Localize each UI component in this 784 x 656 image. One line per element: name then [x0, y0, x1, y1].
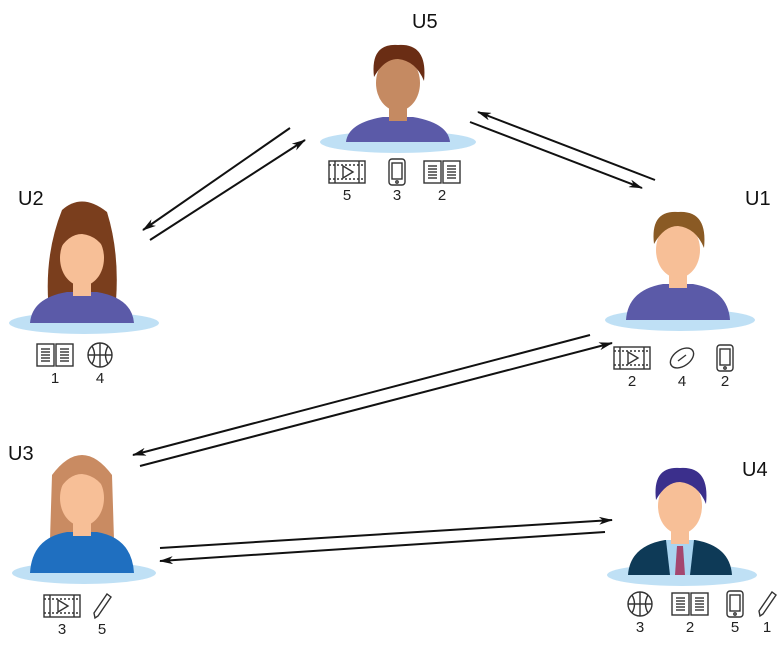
shirt [30, 532, 134, 573]
user-label: U2 [18, 188, 44, 210]
page [36, 343, 55, 367]
item-count: 2 [628, 373, 636, 390]
pencil-icon [758, 591, 777, 618]
item-count: 3 [393, 187, 401, 204]
pencil [93, 593, 112, 620]
page [442, 160, 461, 184]
pencil [758, 591, 777, 618]
seams [91, 345, 109, 365]
play [627, 350, 640, 366]
shirt [346, 117, 450, 142]
face [658, 478, 702, 534]
book-icon [671, 592, 709, 616]
tie [675, 546, 685, 575]
page [55, 343, 74, 367]
arrow-u5-to-u1 [469, 121, 643, 189]
lace [677, 354, 687, 362]
item-count: 4 [678, 373, 686, 390]
face [60, 230, 104, 286]
arrow-u1-to-u5 [477, 111, 656, 181]
button [723, 366, 727, 370]
book-icon [36, 343, 74, 367]
tablet-icon [726, 590, 744, 618]
film-icon [43, 594, 81, 618]
avatar-u2 [30, 201, 134, 323]
item-count: 3 [636, 619, 644, 636]
football-icon [669, 347, 695, 369]
arrow-u5-to-u2 [142, 127, 291, 231]
screen [719, 348, 731, 366]
item-count: 4 [96, 370, 104, 387]
film-frame [328, 160, 366, 184]
page [671, 592, 690, 616]
avatar-u4 [628, 467, 732, 575]
user-node-u1: U1 2 4 2 [605, 188, 771, 390]
user-label: U5 [412, 11, 438, 33]
hair-top [653, 211, 705, 248]
arrow-u3-to-u4 [159, 516, 613, 549]
pencil-icon [93, 593, 112, 620]
user-label: U1 [745, 188, 771, 210]
avatar-u5 [346, 44, 450, 142]
item-count: 3 [58, 621, 66, 638]
user-node-u2: U2 1 4 [9, 188, 159, 387]
arrow-u3-to-u1 [139, 342, 613, 467]
item-count: 1 [763, 619, 771, 636]
tablet-icon [716, 344, 734, 372]
face [376, 55, 420, 111]
basketball-icon [87, 342, 113, 368]
avatar-u1 [626, 211, 730, 320]
user-label: U4 [742, 459, 768, 481]
play [57, 598, 70, 614]
avatar-u3 [30, 455, 134, 573]
book-icon [423, 160, 461, 184]
hair-top [655, 467, 707, 504]
user-node-u4: U4 3 2 5 1 [607, 459, 777, 636]
shirt [626, 284, 730, 320]
tablet-icon [388, 158, 406, 186]
item-count: 2 [438, 187, 446, 204]
item-count: 2 [721, 373, 729, 390]
tablet [716, 344, 734, 372]
user-node-u3: U3 3 5 [8, 443, 156, 638]
page [423, 160, 442, 184]
face [656, 222, 700, 278]
item-count: 5 [343, 187, 351, 204]
hair-top [57, 459, 109, 496]
item-count: 1 [51, 370, 59, 387]
play [342, 164, 355, 180]
seams [631, 594, 649, 614]
film-icon [328, 160, 366, 184]
arrow-u1-to-u3 [132, 334, 591, 456]
button [395, 180, 399, 184]
film-icon [613, 346, 651, 370]
item-count: 2 [686, 619, 694, 636]
item-count: 5 [98, 621, 106, 638]
ball [669, 347, 695, 369]
shirt [30, 292, 134, 323]
tablet [388, 158, 406, 186]
hair-top [373, 44, 425, 81]
face [60, 470, 104, 526]
hair-top [57, 219, 109, 256]
page [690, 592, 709, 616]
user-label: U3 [8, 443, 34, 465]
button [733, 612, 737, 616]
tablet [726, 590, 744, 618]
film-frame [43, 594, 81, 618]
arrow-u4-to-u3 [159, 531, 606, 565]
basketball-icon [627, 591, 653, 617]
screen [391, 162, 403, 180]
user-node-u5: U5 5 3 2 [320, 11, 476, 204]
film-frame [613, 346, 651, 370]
screen [729, 594, 741, 612]
arrow-u2-to-u5 [149, 139, 306, 241]
item-count: 5 [731, 619, 739, 636]
